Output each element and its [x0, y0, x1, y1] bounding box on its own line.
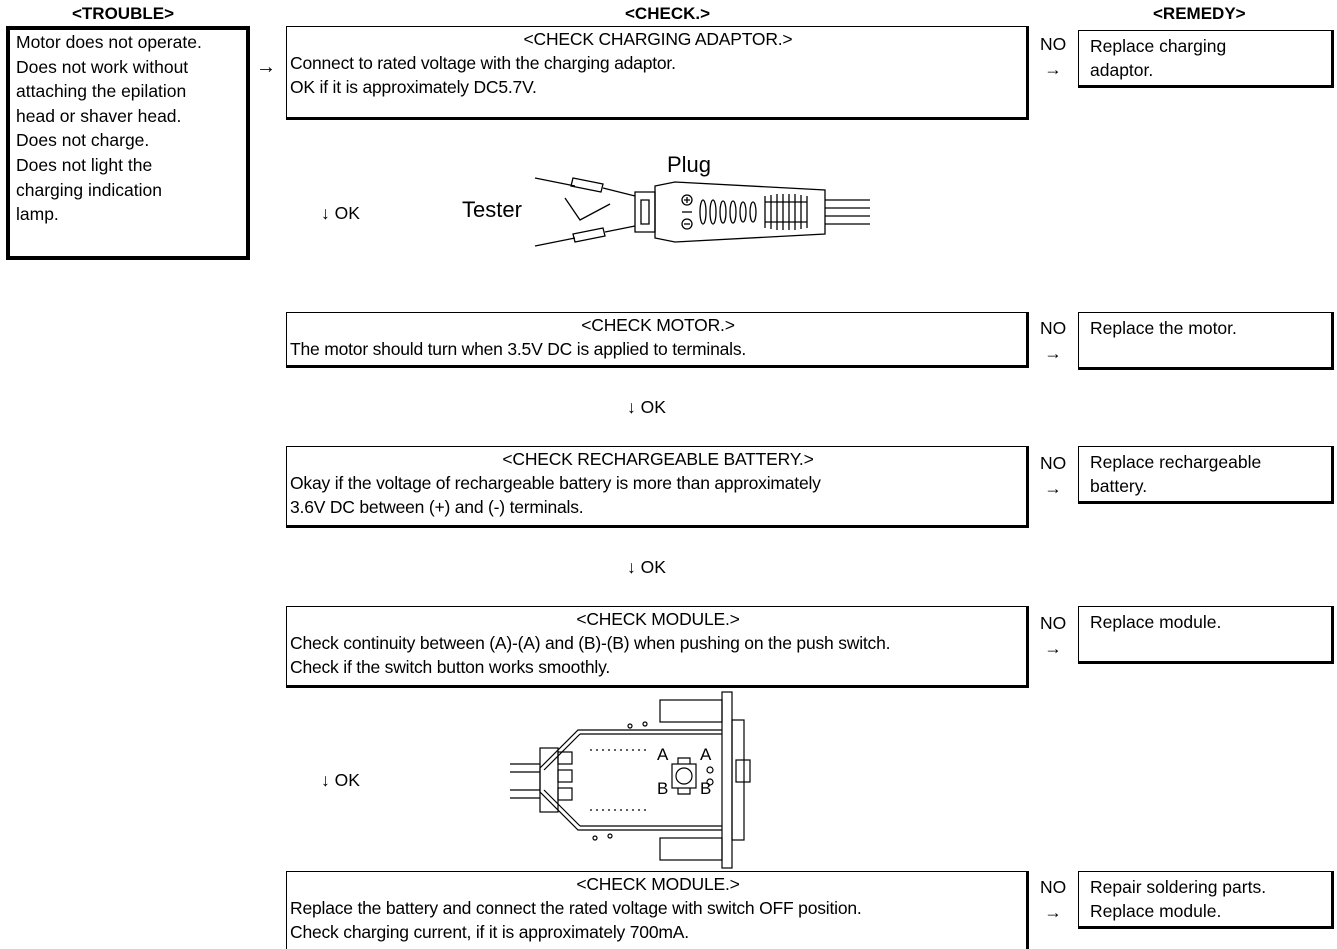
label-a-right: A — [700, 745, 712, 764]
remedy-header: <REMEDY> — [1153, 4, 1246, 23]
remedy-battery-box: Replace rechargeable battery. — [1078, 446, 1334, 504]
remedy-motor-box: Replace the motor. — [1078, 312, 1334, 370]
ok-step: ↓ OK — [321, 770, 360, 791]
check-line: Check charging current, if it is approxi… — [290, 922, 689, 942]
trouble-line: attaching the epilation — [16, 81, 187, 102]
no-arrow: → — [1044, 343, 1062, 363]
down-arrow-icon: ↓ — [627, 557, 636, 577]
remedy-line: Replace module. — [1090, 901, 1222, 921]
trouble-box: Motor does not operate. Does not work wi… — [6, 26, 250, 260]
trouble-line: lamp. — [16, 204, 59, 225]
no-arrow: → — [1044, 478, 1062, 498]
check-module-charging-box: <CHECK MODULE.> Replace the battery and … — [286, 871, 1029, 949]
no-arrow: → — [1044, 902, 1062, 922]
adaptor-plug-diagram — [534, 177, 870, 247]
check-adaptor-box: <CHECK CHARGING ADAPTOR.> Connect to rat… — [286, 26, 1029, 120]
check-module-box: <CHECK MODULE.> Check continuity between… — [286, 606, 1029, 688]
module-diagram — [510, 691, 751, 869]
check-title: <CHECK MODULE.> — [576, 874, 740, 894]
check-line: Check continuity between (A)-(A) and (B)… — [290, 633, 891, 653]
check-line: The motor should turn when 3.5V DC is ap… — [290, 339, 747, 359]
no-label: NO — [1040, 318, 1067, 338]
no-label: NO — [1040, 34, 1067, 54]
trouble-line: Does not charge. — [16, 130, 150, 151]
check-title: <CHECK MODULE.> — [576, 609, 740, 629]
remedy-line: Replace charging — [1090, 36, 1227, 56]
trouble-line: Motor does not operate. — [16, 32, 202, 52]
remedy-line: Replace rechargeable — [1090, 452, 1262, 472]
check-line: Replace the battery and connect the rate… — [290, 898, 862, 918]
no-label: NO — [1040, 877, 1067, 897]
label-b-left: B — [657, 779, 669, 798]
remedy-line: Replace the motor. — [1090, 318, 1237, 338]
label-b-right: B — [700, 779, 712, 798]
trouble-line: Does not work without — [16, 56, 189, 77]
remedy-line: Replace module. — [1090, 612, 1222, 632]
check-title: <CHECK CHARGING ADAPTOR.> — [523, 29, 793, 49]
plug-label: Plug — [667, 152, 712, 177]
trouble-line: charging indication — [16, 179, 162, 200]
check-battery-box: <CHECK RECHARGEABLE BATTERY.> Okay if th… — [286, 446, 1029, 528]
no-label: NO — [1040, 453, 1067, 473]
ok-step: ↓ OK — [627, 397, 666, 418]
remedy-line: adaptor. — [1090, 60, 1154, 80]
remedy-soldering-box: Repair soldering parts. Replace module. — [1078, 871, 1334, 929]
check-line: Check if the switch button works smoothl… — [290, 657, 611, 677]
ok-step: ↓ OK — [321, 203, 360, 224]
trouble-line: Does not light the — [16, 154, 153, 175]
check-line: OK if it is approximately DC5.7V. — [290, 77, 537, 97]
remedy-line: Repair soldering parts. — [1090, 877, 1267, 897]
remedy-module-box: Replace module. — [1078, 606, 1334, 664]
no-arrow: → — [1044, 59, 1062, 79]
check-header: <CHECK.> — [625, 4, 711, 23]
down-arrow-icon: ↓ — [627, 397, 636, 417]
check-title: <CHECK RECHARGEABLE BATTERY.> — [502, 449, 814, 469]
down-arrow-icon: ↓ — [321, 203, 330, 223]
ok-label: OK — [334, 203, 360, 223]
ok-label: OK — [640, 397, 666, 417]
ok-step: ↓ OK — [627, 557, 666, 578]
no-label: NO — [1040, 613, 1067, 633]
ok-label: OK — [640, 557, 666, 577]
label-a-left: A — [657, 745, 669, 764]
check-line: Okay if the voltage of rechargeable batt… — [290, 473, 821, 493]
down-arrow-icon: ↓ — [321, 770, 330, 790]
ok-label: OK — [334, 770, 360, 790]
check-line: Connect to rated voltage with the chargi… — [290, 53, 676, 73]
check-motor-box: <CHECK MOTOR.> The motor should turn whe… — [286, 312, 1029, 368]
remedy-adaptor-box: Replace charging adaptor. — [1078, 30, 1334, 88]
tester-label: Tester — [462, 197, 522, 222]
trouble-header: <TROUBLE> — [72, 4, 175, 23]
remedy-line: battery. — [1090, 476, 1148, 496]
trouble-to-check-arrow: → — [256, 56, 276, 78]
no-arrow: → — [1044, 638, 1062, 658]
check-line: 3.6V DC between (+) and (-) terminals. — [290, 497, 584, 517]
trouble-line: head or shaver head. — [16, 105, 182, 126]
check-title: <CHECK MOTOR.> — [581, 315, 735, 335]
